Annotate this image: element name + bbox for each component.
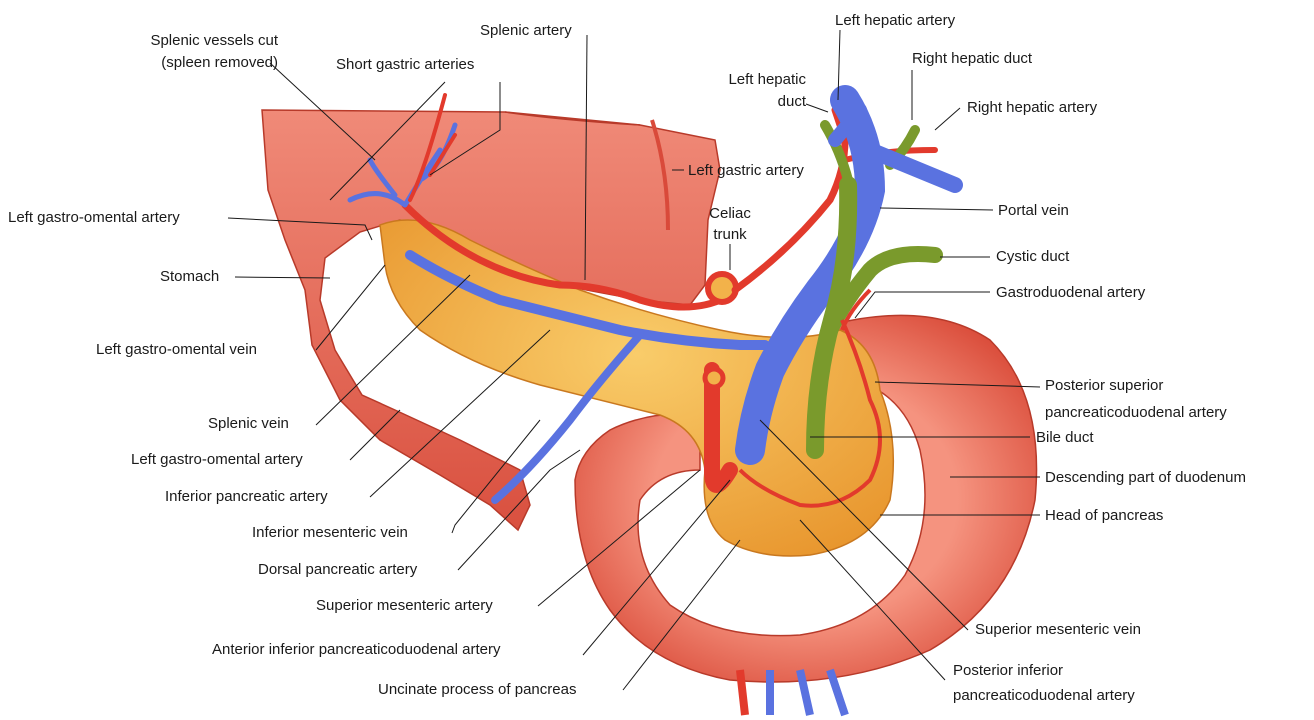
label-stomach: Stomach — [160, 267, 219, 286]
celiac-trunk-ring — [708, 274, 736, 302]
label-left-gastric-artery: Left gastric artery — [688, 161, 804, 180]
label-portal-vein: Portal vein — [998, 201, 1069, 220]
label-superior-mesenteric-vein: Superior mesenteric vein — [975, 620, 1141, 639]
label-short-gastric-arteries: Short gastric arteries — [336, 55, 474, 74]
label-anterior-inferior-pd-artery: Anterior inferior pancreaticoduodenal ar… — [212, 640, 501, 659]
label-superior-mesenteric-artery: Superior mesenteric artery — [316, 596, 493, 615]
label-splenic-vessels-cut: Splenic vessels cut — [98, 31, 278, 50]
label-right-hepatic-artery: Right hepatic artery — [967, 98, 1097, 117]
label-posterior-inferior-line2: pancreaticoduodenal artery — [953, 686, 1135, 705]
label-left-gastro-omental-artery-top: Left gastro-omental artery — [8, 208, 180, 227]
label-cystic-duct: Cystic duct — [996, 247, 1069, 266]
label-dorsal-pancreatic-artery: Dorsal pancreatic artery — [258, 560, 417, 579]
label-posterior-inferior-line1: Posterior inferior — [953, 661, 1063, 680]
label-posterior-superior-line1: Posterior superior — [1045, 376, 1163, 395]
label-celiac-trunk-line2: trunk — [700, 225, 760, 244]
label-spleen-removed: (spleen removed) — [98, 53, 278, 72]
label-left-hepatic-duct-line2: duct — [680, 92, 806, 111]
label-left-gastro-omental-vein: Left gastro-omental vein — [96, 340, 257, 359]
label-splenic-artery: Splenic artery — [480, 21, 572, 40]
label-splenic-vein: Splenic vein — [208, 414, 289, 433]
label-bile-duct: Bile duct — [1036, 428, 1094, 447]
label-right-hepatic-duct: Right hepatic duct — [912, 49, 1032, 68]
label-posterior-superior-line2: pancreaticoduodenal artery — [1045, 403, 1227, 422]
label-uncinate-process: Uncinate process of pancreas — [378, 680, 576, 699]
label-inferior-pancreatic-artery: Inferior pancreatic artery — [165, 487, 328, 506]
label-descending-duodenum: Descending part of duodenum — [1045, 468, 1246, 487]
label-left-hepatic-artery: Left hepatic artery — [835, 11, 955, 30]
label-left-hepatic-duct-line1: Left hepatic — [680, 70, 806, 89]
label-celiac-trunk-line1: Celiac — [700, 204, 760, 223]
label-gastroduodenal-artery: Gastroduodenal artery — [996, 283, 1145, 302]
label-inferior-mesenteric-vein: Inferior mesenteric vein — [252, 523, 408, 542]
label-left-gastro-omental-artery-bottom: Left gastro-omental artery — [131, 450, 303, 469]
label-head-of-pancreas: Head of pancreas — [1045, 506, 1163, 525]
